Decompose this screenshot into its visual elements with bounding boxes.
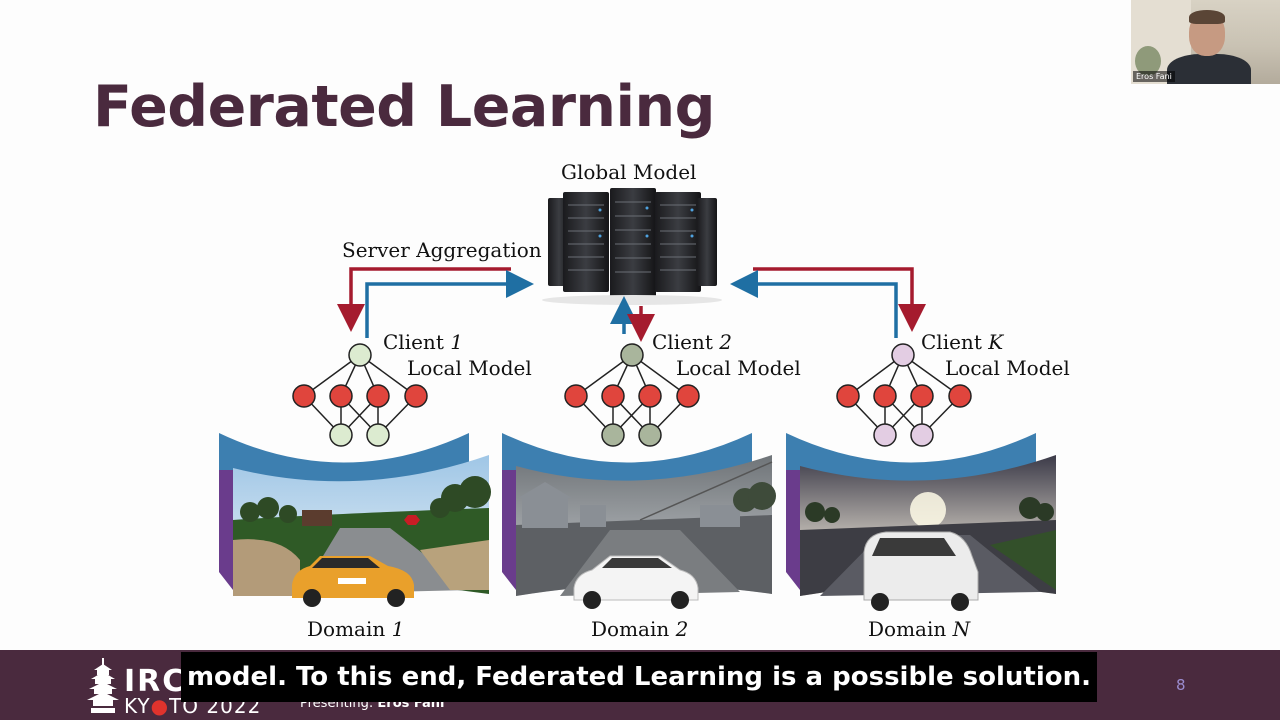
subtitle-caption: model. To this end, Federated Learning i… bbox=[181, 652, 1097, 702]
presenter-torso bbox=[1167, 54, 1251, 84]
pagoda-logo-icon bbox=[87, 658, 119, 713]
domain-2-label: Domain 2 bbox=[591, 617, 689, 641]
federated-learning-diagram bbox=[219, 188, 1056, 611]
client-1-label: Client 1 bbox=[383, 330, 463, 354]
white-van bbox=[863, 531, 979, 611]
client-k-local-model-label: Local Model bbox=[945, 356, 1070, 380]
logo-red-dot-icon: ● bbox=[150, 694, 170, 718]
slide-title: Federated Learning bbox=[93, 74, 715, 140]
white-car bbox=[573, 555, 699, 609]
presenter-webcam: Eros Fani bbox=[1131, 0, 1280, 84]
domain-2-panorama-image bbox=[502, 433, 776, 609]
download-arrow-client-1 bbox=[337, 267, 511, 332]
server-icon bbox=[542, 188, 722, 305]
global-model-label: Global Model bbox=[561, 160, 697, 184]
client-1-local-model-label: Local Model bbox=[407, 356, 532, 380]
download-arrow-client-k bbox=[753, 267, 926, 332]
yellow-car bbox=[292, 556, 414, 607]
conference-logo-subtext: KY●TO 2022 bbox=[124, 694, 262, 718]
client-k-network-icon bbox=[836, 343, 972, 447]
client-k-label: Client K bbox=[921, 330, 1004, 354]
conference-logo-text: IRC bbox=[124, 664, 187, 699]
client-2-label: Client 2 bbox=[652, 330, 732, 354]
upload-arrow-client-k bbox=[730, 270, 898, 338]
slide-page-number: 8 bbox=[1176, 676, 1186, 694]
upload-arrow-client-1 bbox=[365, 270, 534, 338]
webcam-name-tag: Eros Fani bbox=[1133, 71, 1175, 82]
client-2-network-icon bbox=[564, 343, 700, 447]
client-1-network-icon bbox=[292, 343, 428, 447]
client-2-local-model-label: Local Model bbox=[676, 356, 801, 380]
domain-n-label: Domain N bbox=[868, 617, 971, 641]
domain-1-panorama-image bbox=[219, 433, 491, 607]
server-aggregation-label: Server Aggregation bbox=[342, 238, 542, 262]
domain-n-panorama-image bbox=[786, 433, 1056, 611]
domain-1-label: Domain 1 bbox=[307, 617, 405, 641]
presenter-hair bbox=[1189, 10, 1225, 24]
